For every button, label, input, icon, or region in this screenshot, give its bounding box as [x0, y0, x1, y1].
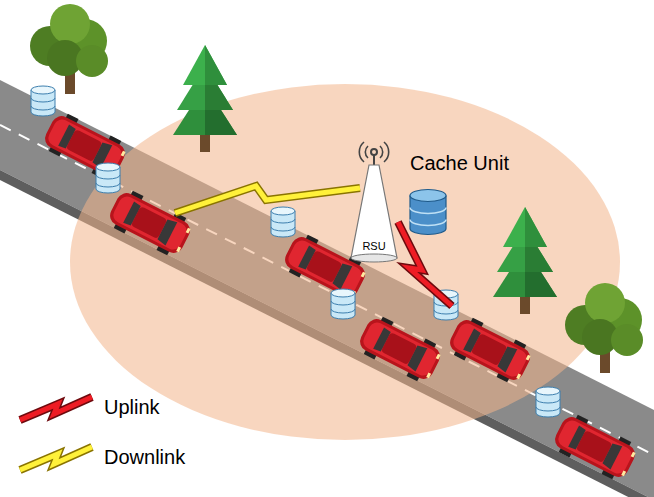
cache-unit-symbol	[410, 190, 446, 235]
car	[550, 410, 640, 484]
pine-tree	[173, 45, 237, 152]
rsu-label: RSU	[362, 240, 385, 253]
tree	[30, 4, 108, 94]
vehicle-cache	[331, 289, 355, 319]
vehicle-cache	[31, 86, 55, 116]
pine-tree	[493, 207, 557, 314]
car	[445, 313, 535, 387]
legend-uplink-sample	[20, 397, 92, 420]
rsu-tower	[351, 142, 397, 262]
legend-label: Uplink	[104, 396, 160, 419]
rsu-coverage-area	[70, 84, 620, 440]
downlink-bolt	[175, 186, 360, 213]
uplink-bolt	[398, 222, 452, 306]
car	[355, 312, 445, 386]
cache-unit-label: Cache Unit	[410, 152, 509, 175]
road	[0, 80, 654, 497]
tree	[565, 283, 643, 373]
legend-label: Downlink	[104, 446, 185, 469]
vehicle-cache	[536, 387, 560, 417]
vehicle-cache	[271, 207, 295, 237]
vehicle-cache	[96, 163, 120, 193]
car	[105, 186, 195, 260]
legend-downlink-sample	[20, 447, 92, 470]
